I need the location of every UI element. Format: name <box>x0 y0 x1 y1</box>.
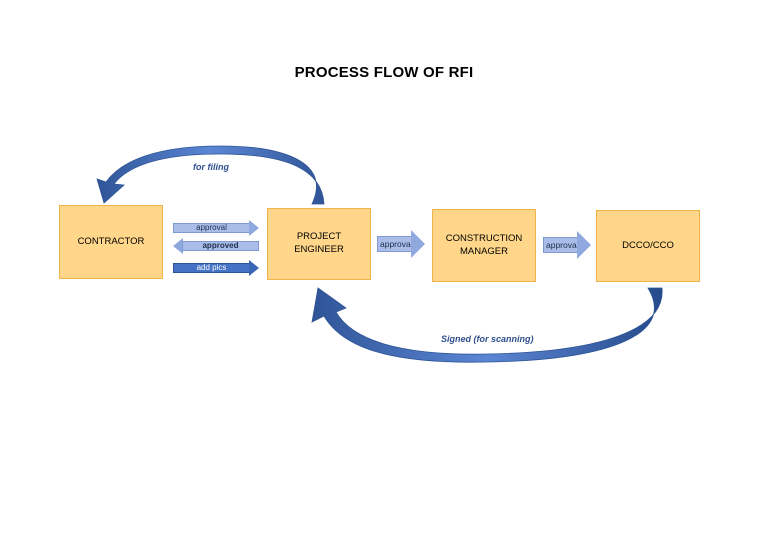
cm-to-dcco-approval-arrow: approval <box>543 231 591 259</box>
dcco-node: DCCO/CCO <box>596 210 700 282</box>
add-pics-arrow: add pics <box>173 260 259 276</box>
construction-manager-label: CONSTRUCTION MANAGER <box>445 232 523 257</box>
approval-arrow-label: approval <box>173 223 250 233</box>
approval-arrow-label: approval <box>377 236 413 252</box>
construction-manager-node: CONSTRUCTION MANAGER <box>432 209 536 282</box>
diagram-title: PROCESS FLOW OF RFI <box>294 64 474 81</box>
approval-arrow-label: approval <box>543 237 579 253</box>
signed-for-scanning-label: Signed (for scanning) <box>441 334 534 344</box>
dcco-label: DCCO/CCO <box>622 239 674 251</box>
approved-arrow-label: approved <box>182 241 259 251</box>
pe-to-cm-approval-arrow: approval <box>377 230 425 258</box>
contractor-node: CONTRACTOR <box>59 205 163 279</box>
arrow-head <box>411 230 425 258</box>
add-pics-arrow-label: add pics <box>173 263 250 273</box>
arrow-head <box>249 220 259 236</box>
project-engineer-label: PROJECT ENGINEER <box>294 231 344 255</box>
arrow-head <box>173 238 183 254</box>
arrow-head <box>249 260 259 276</box>
project-engineer-node: PROJECT ENGINEER <box>267 208 371 280</box>
pe-to-contractor-approved-arrow: approved <box>173 238 259 254</box>
contractor-to-pe-approval-arrow: approval <box>173 220 259 236</box>
arrow-head <box>577 231 591 259</box>
contractor-label: CONTRACTOR <box>77 235 145 247</box>
for-filing-curved-arrow <box>96 145 325 205</box>
for-filing-label: for filing <box>193 162 229 172</box>
signed-curved-arrow <box>311 287 663 363</box>
